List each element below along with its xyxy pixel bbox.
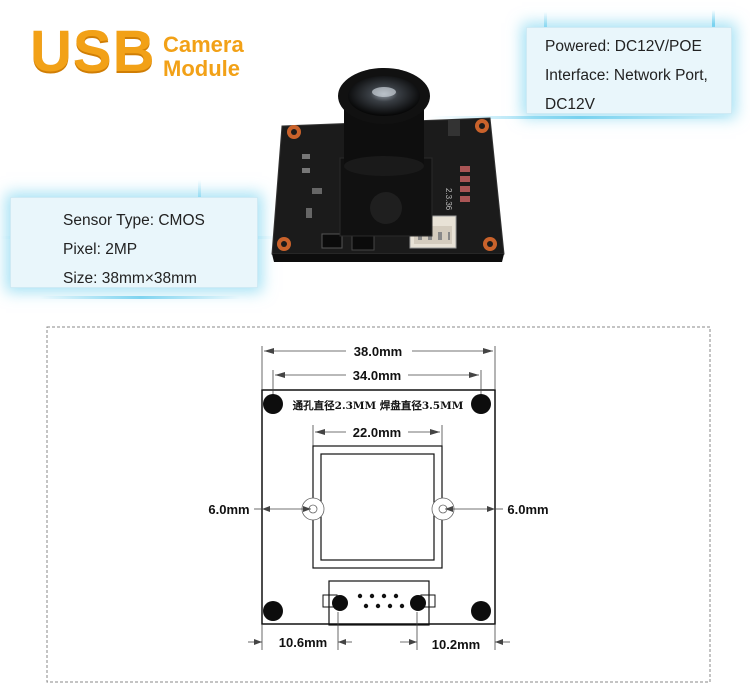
mounting-hole bbox=[471, 394, 491, 414]
drawing-frame bbox=[46, 326, 711, 683]
dim-bottom-left-label: 10.6mm bbox=[279, 635, 327, 650]
lens-holder-inner bbox=[320, 453, 435, 561]
glow-line bbox=[430, 116, 730, 119]
dim-overall-label: 38.0mm bbox=[354, 344, 402, 359]
dim-lens-label: 22.0mm bbox=[353, 425, 401, 440]
camera-module-image: 2.3.36 bbox=[271, 68, 505, 262]
glow-line bbox=[40, 296, 240, 299]
dim-left-label: 6.0mm bbox=[208, 502, 249, 517]
mounting-hole bbox=[471, 601, 491, 621]
interface-line: Interface: Network Port, bbox=[545, 67, 708, 84]
power-line: Powered: DC12V/POE bbox=[545, 38, 702, 55]
glow-line bbox=[712, 10, 715, 40]
hole-note: 通孔直径2.3MM 焊盘直径3.5MM bbox=[293, 399, 464, 412]
mounting-hole bbox=[263, 394, 283, 414]
dim-right-label: 6.0mm bbox=[507, 502, 548, 517]
title-line-camera: Camera bbox=[163, 32, 244, 57]
mounting-hole bbox=[263, 601, 283, 621]
lens-holder-outline bbox=[312, 445, 443, 569]
power-info-card: Powered: DC12V/POE Interface: Network Po… bbox=[526, 27, 732, 114]
interface-line-2: DC12V bbox=[545, 96, 595, 113]
title-usb: USB bbox=[30, 19, 156, 84]
sensor-info-card: Sensor Type: CMOS Pixel: 2MP Size: 38mm×… bbox=[10, 197, 258, 288]
title-line-module: Module bbox=[163, 56, 240, 81]
size-line: Size: 38mm×38mm bbox=[63, 270, 197, 287]
connector-outline bbox=[328, 580, 430, 626]
connector-pad bbox=[410, 595, 426, 611]
board-outline bbox=[261, 389, 496, 625]
pixel-line: Pixel: 2MP bbox=[63, 241, 138, 258]
connector-pad bbox=[332, 595, 348, 611]
title-camera-module: Camera Module bbox=[163, 33, 244, 81]
sensor-type-line: Sensor Type: CMOS bbox=[63, 212, 205, 229]
board-silk-label: 2.3.36 bbox=[444, 188, 453, 211]
dim-holes-label: 34.0mm bbox=[353, 368, 401, 383]
dim-bottom-right-label: 10.2mm bbox=[432, 637, 480, 652]
